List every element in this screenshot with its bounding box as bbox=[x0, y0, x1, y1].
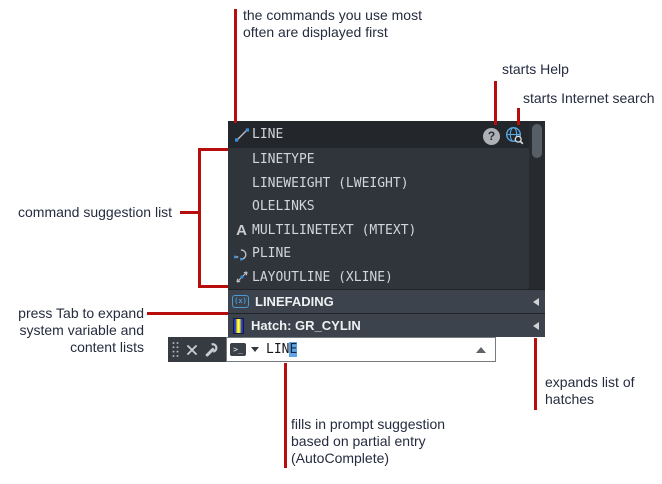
mtext-icon: A bbox=[236, 221, 247, 239]
command-label: LAYOUTLINE (XLINE) bbox=[252, 269, 393, 285]
system-variable-row-linefading[interactable]: (x) LINEFADING bbox=[228, 289, 545, 313]
scrollbar-thumb[interactable] bbox=[532, 124, 542, 158]
command-item-multilinetext[interactable]: A MULTILINETEXT (MTEXT) bbox=[228, 219, 545, 243]
callout-bracket-vertical bbox=[198, 148, 201, 288]
help-icon[interactable]: ? bbox=[483, 128, 500, 145]
command-item-layoutline[interactable]: LAYOUTLINE (XLINE) bbox=[228, 266, 545, 290]
typed-text: LIN bbox=[266, 342, 290, 357]
callout-line-autocomplete bbox=[284, 363, 287, 468]
internet-search-icon[interactable] bbox=[505, 126, 524, 150]
annotation-starts-help: starts Help bbox=[502, 61, 569, 77]
command-label: OLELINKS bbox=[252, 199, 315, 215]
annotation-most-used: the commands you use most often are disp… bbox=[243, 7, 422, 40]
pline-icon bbox=[231, 246, 252, 262]
hatch-gradient-icon bbox=[233, 317, 244, 334]
system-variable-label: LINEFADING bbox=[255, 294, 334, 309]
autocomplete-suggestion-text: E bbox=[289, 342, 298, 357]
command-item-pline[interactable]: PLINE bbox=[228, 242, 545, 266]
system-variable-icon: (x) bbox=[232, 295, 249, 308]
callout-line-suggestion-dash bbox=[180, 211, 200, 214]
command-label: LINEWEIGHT (LWEIGHT) bbox=[252, 175, 409, 191]
expand-hatches-arrow-icon[interactable] bbox=[533, 322, 539, 330]
close-icon[interactable] bbox=[186, 344, 198, 356]
callout-line-internet-search bbox=[517, 108, 520, 125]
recent-commands-dropdown-icon[interactable] bbox=[251, 347, 259, 352]
command-input-text: LINE bbox=[266, 342, 298, 357]
command-input[interactable]: >_ LINE bbox=[226, 337, 496, 362]
command-suggestion-panel: LINE LINETYPE LINEWEIGHT (LWEIGHT) OLELI… bbox=[228, 121, 545, 337]
command-prompt-icon: >_ bbox=[230, 343, 246, 356]
command-label: MULTILINETEXT (MTEXT) bbox=[252, 222, 417, 238]
expand-left-arrow-icon[interactable] bbox=[533, 298, 539, 306]
callout-line-expands-hatches bbox=[534, 338, 537, 410]
annotation-internet-search: starts Internet search bbox=[523, 90, 655, 106]
annotation-press-tab: press Tab to expand system variable and … bbox=[18, 305, 144, 355]
command-item-linetype[interactable]: LINETYPE bbox=[228, 148, 545, 172]
hatch-label: Hatch: GR_CYLIN bbox=[251, 318, 361, 333]
command-label: LINETYPE bbox=[252, 152, 315, 168]
command-label: LINE bbox=[252, 127, 284, 142]
drag-grip-icon[interactable] bbox=[171, 341, 180, 358]
command-item-olelinks[interactable]: OLELINKS bbox=[228, 195, 545, 219]
callout-bracket-top-tick bbox=[198, 148, 228, 151]
annotation-command-suggestion-list: command suggestion list bbox=[18, 204, 173, 220]
callout-bracket-bottom-tick bbox=[198, 285, 228, 288]
scrollbar-track[interactable] bbox=[529, 121, 545, 289]
callout-line-press-tab bbox=[147, 312, 228, 315]
hatch-row-gr-cylin[interactable]: Hatch: GR_CYLIN bbox=[228, 313, 545, 337]
command-item-lineweight[interactable]: LINEWEIGHT (LWEIGHT) bbox=[228, 172, 545, 196]
line-icon bbox=[231, 127, 252, 143]
wrench-icon[interactable] bbox=[204, 342, 220, 358]
annotation-autocomplete: fills in prompt suggestion based on part… bbox=[291, 416, 446, 466]
collapse-up-arrow-icon[interactable] bbox=[476, 347, 486, 353]
xline-icon bbox=[231, 269, 252, 285]
command-line-toolbar bbox=[168, 337, 226, 362]
annotation-expands-hatches: expands list of hatches bbox=[545, 374, 635, 407]
callout-line-most-used bbox=[234, 9, 237, 123]
command-label: PLINE bbox=[252, 246, 292, 262]
callout-line-starts-help bbox=[494, 81, 497, 125]
